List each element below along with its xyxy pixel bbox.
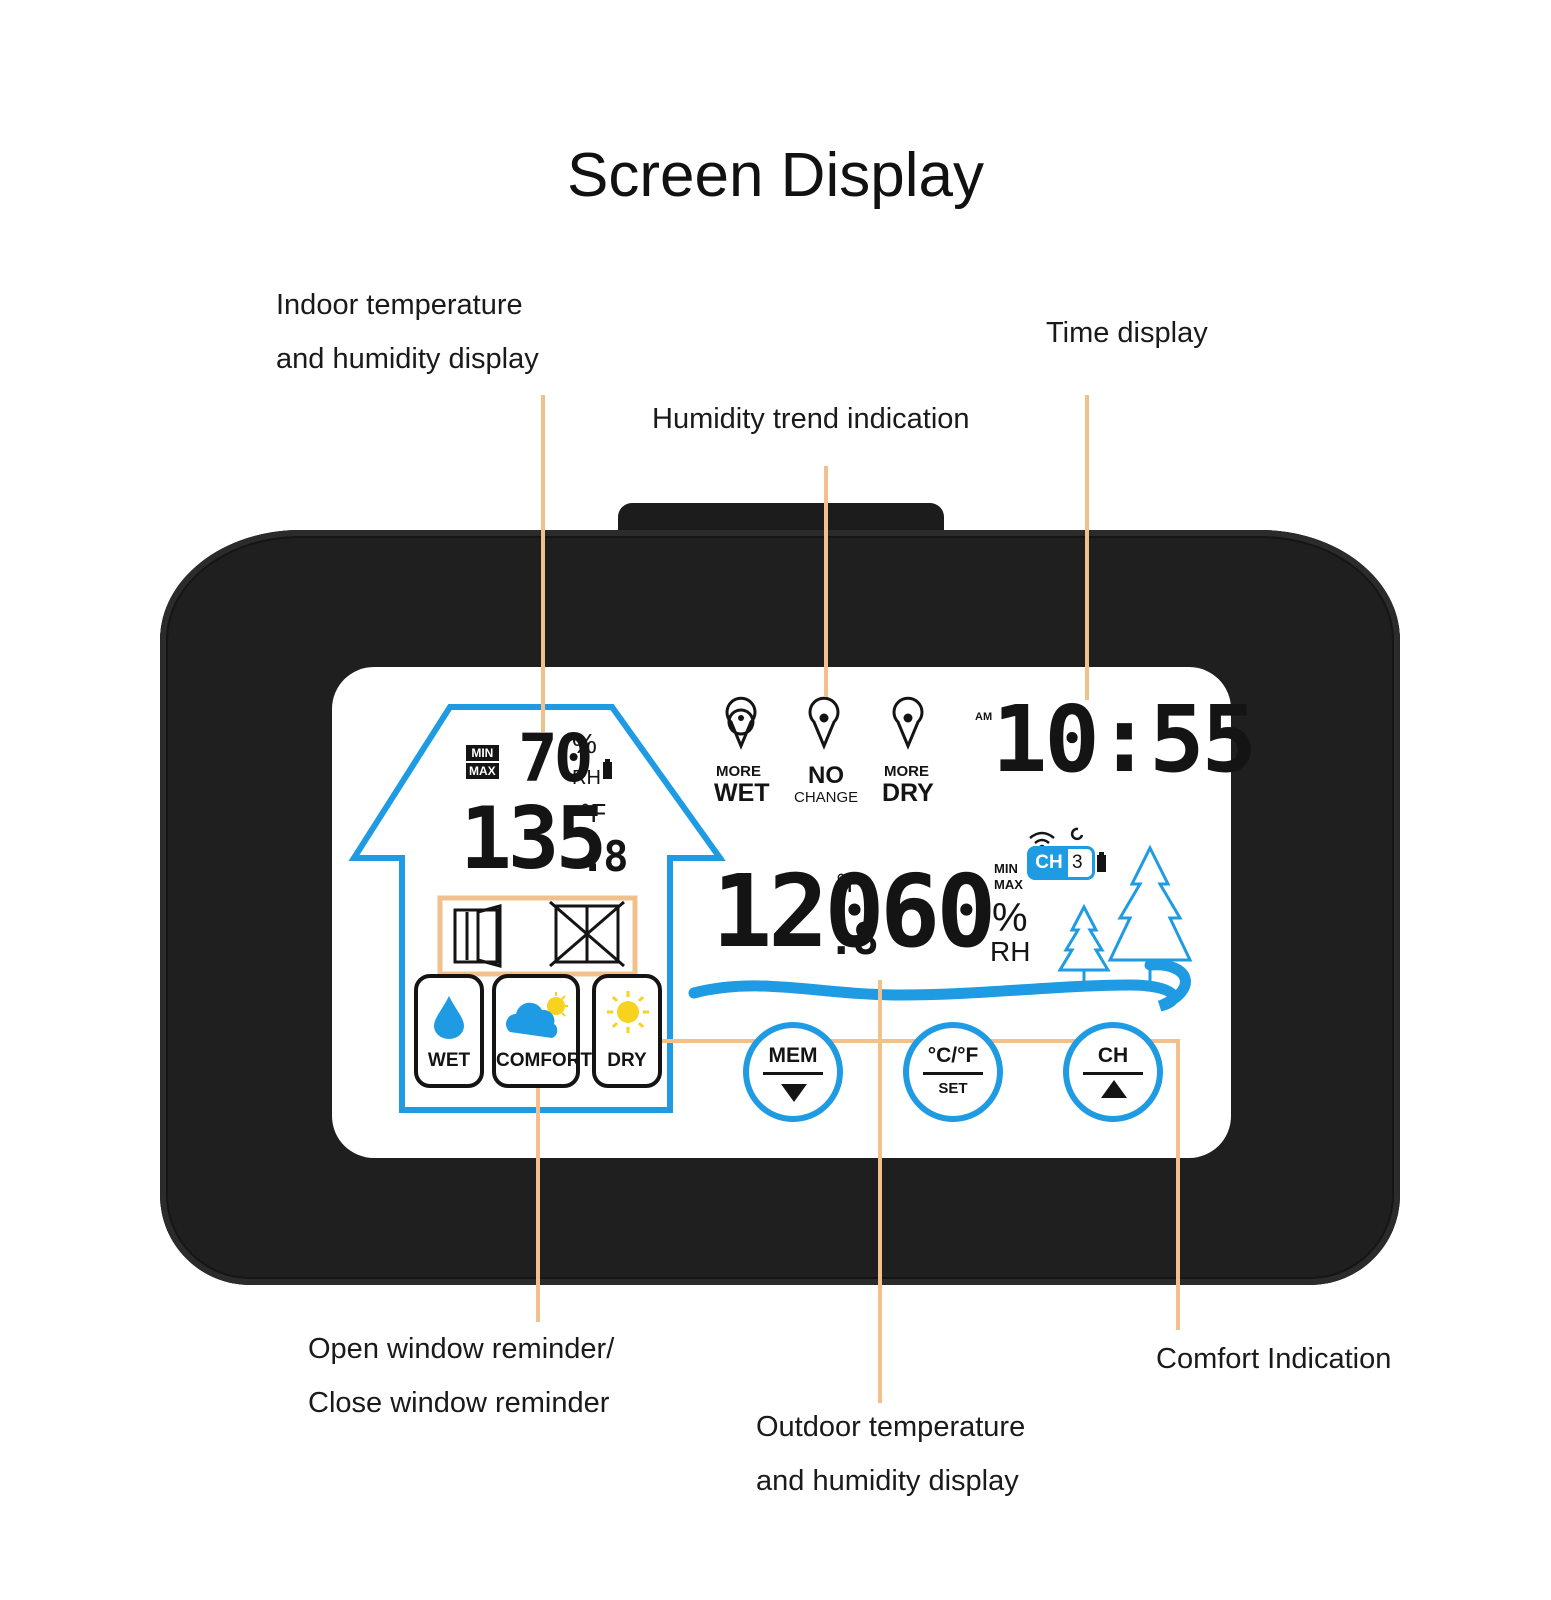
outdoor-max-label: MAX	[994, 877, 1023, 892]
trend-dry-bottom: DRY	[882, 779, 934, 807]
trend-pin-icon-no-change	[808, 696, 840, 750]
arrow-down-icon	[781, 1084, 807, 1102]
channel-number: 3	[1072, 852, 1083, 873]
outdoor-humidity-percent: %	[992, 896, 1028, 940]
comfort-dry-label: DRY	[607, 1050, 647, 1071]
indoor-minmax: MIN MAX	[466, 745, 499, 781]
set-button-label: SET	[938, 1080, 968, 1097]
outdoor-temp-unit: °F	[836, 868, 863, 898]
callout-window-line1: Open window reminder/	[308, 1333, 615, 1365]
callout-indoor: Indoor temperature and humidity display	[276, 278, 539, 386]
cloud-sun-icon	[506, 992, 568, 1038]
callout-indoor-line2: and humidity display	[276, 343, 539, 375]
refresh-icon	[1070, 827, 1084, 841]
indoor-humidity-value: 70	[518, 720, 594, 797]
indoor-rh-label: RH	[572, 767, 601, 789]
open-window-icon	[453, 904, 502, 968]
indoor-temperature-value: 135	[460, 789, 607, 889]
callout-outdoor-line1: Outdoor temperature	[756, 1411, 1026, 1443]
indoor-temperature-decimal: .8	[580, 832, 629, 881]
trend-wet-bottom: WET	[714, 779, 770, 807]
tree-icon-small	[1057, 903, 1111, 984]
mem-down-button[interactable]: MEM	[743, 1022, 843, 1122]
callout-indoor-line1: Indoor temperature	[276, 289, 523, 321]
comfort-comfort-indicator: COMFORT	[492, 974, 593, 1088]
outdoor-min-label: MIN	[994, 861, 1018, 876]
comfort-wet-indicator: WET	[414, 974, 484, 1088]
comfort-comfort-label: COMFORT	[496, 1050, 593, 1071]
trend-wet-top: MORE	[716, 763, 761, 780]
outdoor-temperature-decimal: .8	[828, 914, 879, 965]
comfort-wet-label: WET	[427, 1050, 471, 1071]
trend-pin-icon-wet	[725, 696, 757, 750]
arrow-up-icon	[1101, 1080, 1127, 1098]
time-value: 10:55	[992, 686, 1257, 793]
callout-window: Open window reminder/ Close window remin…	[308, 1322, 614, 1430]
indoor-temp-unit: °F	[580, 798, 607, 828]
trend-pin-icon-dry	[892, 696, 924, 750]
channel-indicator: CH 3	[1027, 846, 1095, 880]
battery-icon-outdoor	[1097, 855, 1106, 872]
page-title: Screen Display	[567, 141, 984, 210]
outdoor-temperature-value: 120	[712, 853, 885, 970]
unit-button-divider	[923, 1072, 983, 1075]
ch-up-button[interactable]: CH	[1063, 1022, 1163, 1122]
callout-outdoor-line2: and humidity display	[756, 1465, 1019, 1497]
house-outline	[348, 704, 726, 1113]
outdoor-rh-label: RH	[990, 936, 1031, 967]
time-ampm: AM	[975, 711, 993, 723]
outdoor-humidity-value: 60	[880, 853, 996, 970]
unit-button-label: °C/°F	[927, 1044, 979, 1067]
max-label: MAX	[466, 763, 499, 779]
callout-comfort: Comfort Indication	[1156, 1343, 1392, 1375]
trend-dry-top: MORE	[884, 763, 929, 780]
closed-window-icon	[549, 900, 625, 968]
water-drop-icon	[434, 996, 464, 1039]
sun-icon	[607, 991, 649, 1033]
callout-trend: Humidity trend indication	[652, 403, 970, 435]
channel-label: CH	[1030, 849, 1068, 877]
callout-time: Time display	[1046, 317, 1208, 349]
tree-icon-large	[1107, 844, 1193, 982]
callout-window-line2: Close window reminder	[308, 1387, 610, 1419]
trend-nochange-bottom: CHANGE	[794, 789, 859, 806]
landscape-wave	[688, 959, 1191, 1012]
comfort-dry-indicator: DRY	[592, 974, 662, 1088]
mem-button-divider	[763, 1072, 823, 1075]
callout-outdoor: Outdoor temperature and humidity display	[756, 1400, 1025, 1508]
ch-button-divider	[1083, 1072, 1143, 1075]
trend-nochange-top: NO	[808, 762, 844, 789]
ch-button-label: CH	[1097, 1044, 1129, 1067]
mem-button-label: MEM	[768, 1044, 818, 1067]
battery-icon-indoor	[603, 762, 612, 779]
indoor-humidity-percent: %	[572, 728, 597, 759]
min-label: MIN	[466, 745, 499, 761]
unit-set-button[interactable]: °C/°F SET	[903, 1022, 1003, 1122]
